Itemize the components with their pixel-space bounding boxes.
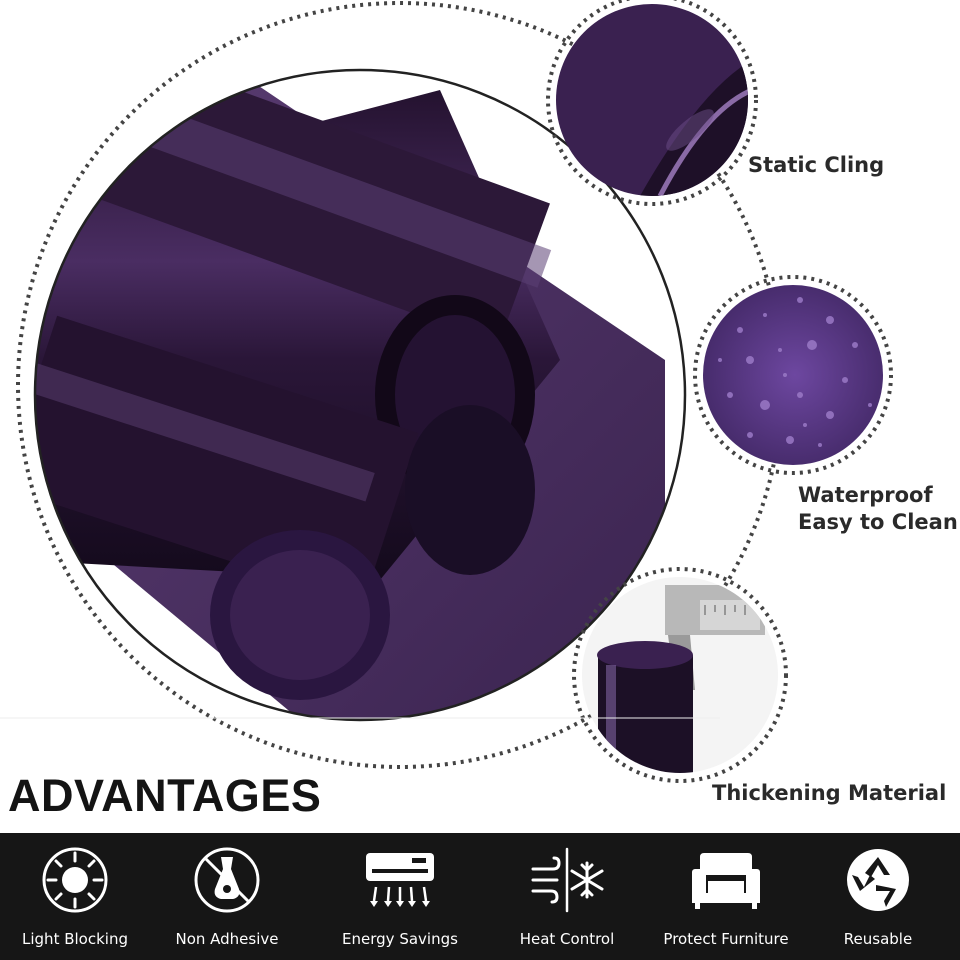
- waterproof-ring: [693, 275, 893, 475]
- advantage-label: Heat Control: [519, 930, 615, 948]
- air-conditioner-icon: [366, 853, 434, 907]
- advantage-label: Reusable: [843, 930, 913, 948]
- main-picture-border: [33, 68, 687, 722]
- film-roll-picture: [35, 70, 685, 720]
- advantage-label: Energy Savings: [342, 930, 458, 948]
- advantage-reusable: Reusable: [803, 833, 953, 960]
- static-cling-label: Static Cling: [748, 153, 885, 177]
- advantage-non-adhesive: Non Adhesive: [152, 833, 302, 960]
- waterproof-label-line2: Easy to Clean: [798, 510, 958, 534]
- waterproof-label: Waterproof Easy to Clean: [798, 482, 958, 536]
- waterproof-label-line1: Waterproof: [798, 483, 933, 507]
- advantage-label: Non Adhesive: [175, 930, 279, 948]
- thickness-picture: [582, 577, 778, 773]
- armchair-icon: [692, 853, 760, 909]
- advantage-light-blocking: Light Blocking: [0, 833, 150, 960]
- static-cling-ring: [546, 0, 758, 206]
- advantage-label: Protect Furniture: [663, 930, 789, 948]
- advantage-heat-control: Heat Control: [492, 833, 642, 960]
- advantage-energy-savings: Energy Savings: [325, 833, 475, 960]
- advantages-bar: Light Blocking Non Adhesive: [0, 833, 960, 960]
- heat-cold-icon: [531, 847, 604, 913]
- recycle-icon: [847, 849, 909, 911]
- sun-blocked-icon: [42, 847, 108, 913]
- waterproof-picture: [703, 285, 883, 465]
- thickening-material-label: Thickening Material: [712, 781, 947, 805]
- advantages-title: ADVANTAGES: [8, 770, 322, 821]
- advantage-label: Light Blocking: [22, 930, 128, 948]
- no-glue-icon: [194, 847, 260, 913]
- thickness-ring: [572, 567, 788, 783]
- advantage-protect-furniture: Protect Furniture: [651, 833, 801, 960]
